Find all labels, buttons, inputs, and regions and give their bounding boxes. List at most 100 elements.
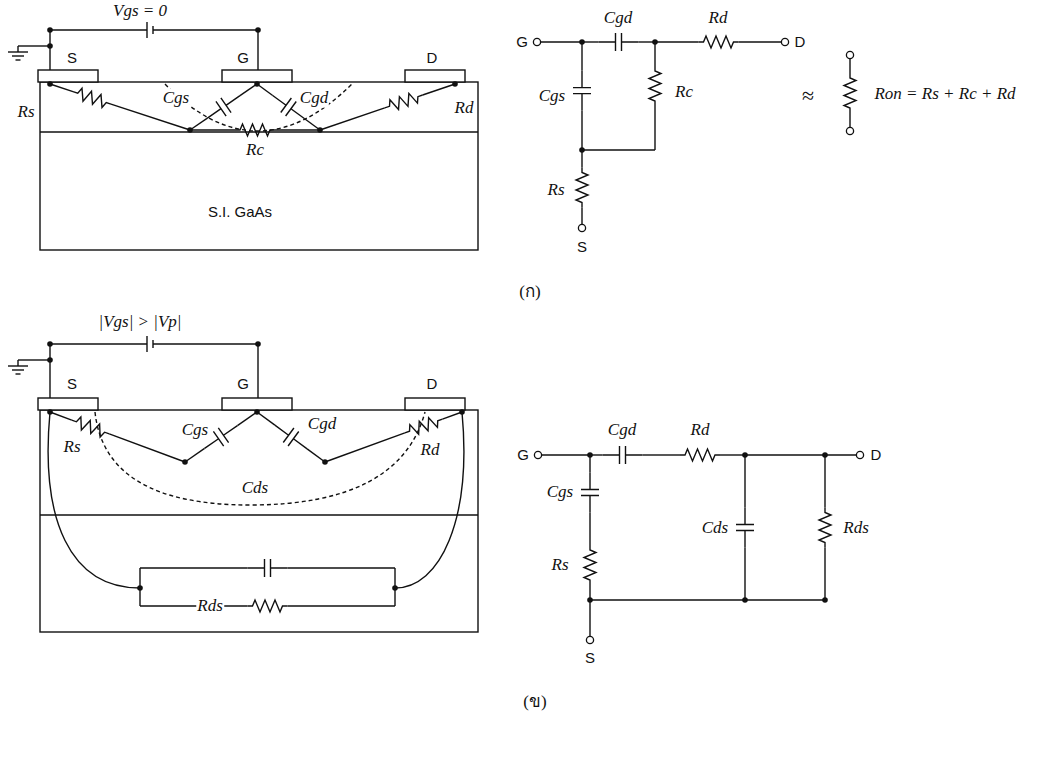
junction-dot	[317, 127, 323, 133]
source-contact	[38, 70, 98, 82]
symbol-label: Cds	[701, 519, 729, 538]
wire	[395, 412, 464, 588]
wire	[12, 369, 24, 370]
symbol-label: (ข)	[522, 693, 547, 712]
wire	[153, 29, 258, 30]
symbol-label: Rd	[690, 421, 711, 440]
symbol-label: G	[236, 376, 250, 393]
wire	[744, 548, 745, 601]
wire	[739, 41, 783, 42]
resistor-symbol	[649, 66, 661, 106]
symbol-label: D	[870, 447, 883, 464]
wire	[541, 454, 590, 455]
wire	[643, 454, 656, 455]
junction-dot	[182, 459, 188, 465]
wire	[325, 433, 405, 462]
symbol-label: |Vgs| > |Vp|	[97, 313, 182, 332]
terminal	[586, 636, 593, 643]
gate-contact	[222, 70, 292, 82]
terminal	[578, 224, 585, 231]
symbol-label: D	[426, 376, 439, 393]
junction-dot	[587, 597, 593, 603]
junction-dot	[822, 597, 828, 603]
wire	[8, 365, 28, 366]
wire	[655, 454, 680, 455]
wire	[49, 344, 50, 398]
resistor-symbol	[248, 600, 288, 612]
capacitor-symbol	[202, 88, 245, 125]
wire	[654, 106, 655, 130]
junction-dot	[47, 43, 53, 49]
symbol-label: Rd	[708, 9, 729, 28]
symbol-label: Cds	[241, 479, 269, 498]
symbol-label: Rd	[454, 99, 475, 118]
junction-dot	[652, 39, 658, 45]
wire	[257, 344, 258, 398]
wire	[744, 455, 745, 508]
symbol-label: Cgd	[607, 421, 637, 440]
gate-contact	[222, 398, 292, 410]
depletion-edge	[165, 84, 352, 131]
capacitor-symbol	[581, 473, 599, 513]
wire	[190, 118, 207, 130]
wire	[190, 129, 235, 130]
junction-dot	[742, 597, 748, 603]
substrate	[40, 82, 478, 250]
symbol-label: G	[516, 447, 530, 464]
junction-dot	[47, 81, 53, 87]
wire	[824, 455, 825, 508]
drain-contact	[405, 398, 465, 410]
terminal	[846, 51, 853, 58]
wire	[257, 30, 258, 70]
junction-dot	[742, 452, 748, 458]
wire	[654, 130, 655, 150]
wire	[720, 454, 745, 455]
symbol-label: S	[576, 239, 588, 256]
symbol-label: Rds	[842, 519, 870, 538]
wire	[824, 548, 825, 601]
wire	[849, 58, 850, 73]
wire	[305, 119, 320, 130]
symbol-label: ≈	[801, 84, 815, 108]
resistor-symbol	[70, 414, 112, 439]
capacitor-symbol	[573, 71, 591, 111]
terminal	[846, 127, 853, 134]
terminal	[856, 451, 863, 458]
wire	[307, 449, 325, 462]
resistor-symbol	[584, 545, 596, 585]
junction-dot	[587, 452, 593, 458]
symbol-label: Rs	[551, 556, 570, 575]
wire	[240, 84, 257, 96]
wire	[654, 42, 655, 66]
symbol-label: Cgs	[538, 87, 566, 106]
symbol-label: S	[66, 376, 78, 393]
wire	[111, 104, 190, 130]
wire	[48, 412, 140, 588]
wire	[140, 605, 248, 606]
symbol-label: Cgd	[307, 415, 337, 434]
wire	[50, 412, 72, 420]
junction-dot	[392, 585, 398, 591]
wire	[17, 46, 18, 52]
symbol-label: D	[794, 34, 807, 51]
wire	[146, 336, 147, 352]
wire	[275, 129, 320, 130]
terminal	[533, 38, 540, 45]
junction-dot	[254, 81, 260, 87]
symbol-label: Rc	[245, 141, 265, 160]
symbol-label: D	[426, 50, 439, 67]
resistor-symbol	[403, 414, 445, 439]
resistor-symbol	[383, 89, 425, 113]
symbol-label: Cgs	[546, 483, 574, 502]
wire	[589, 513, 590, 531]
wire	[581, 111, 582, 150]
terminal	[534, 451, 541, 458]
wire	[140, 567, 248, 568]
symbol-label: Rd	[420, 441, 441, 460]
resistor-symbol	[71, 86, 113, 110]
junction-dot	[452, 81, 458, 87]
wire	[288, 567, 396, 568]
resistor-symbol	[844, 73, 856, 113]
wire	[237, 412, 257, 426]
